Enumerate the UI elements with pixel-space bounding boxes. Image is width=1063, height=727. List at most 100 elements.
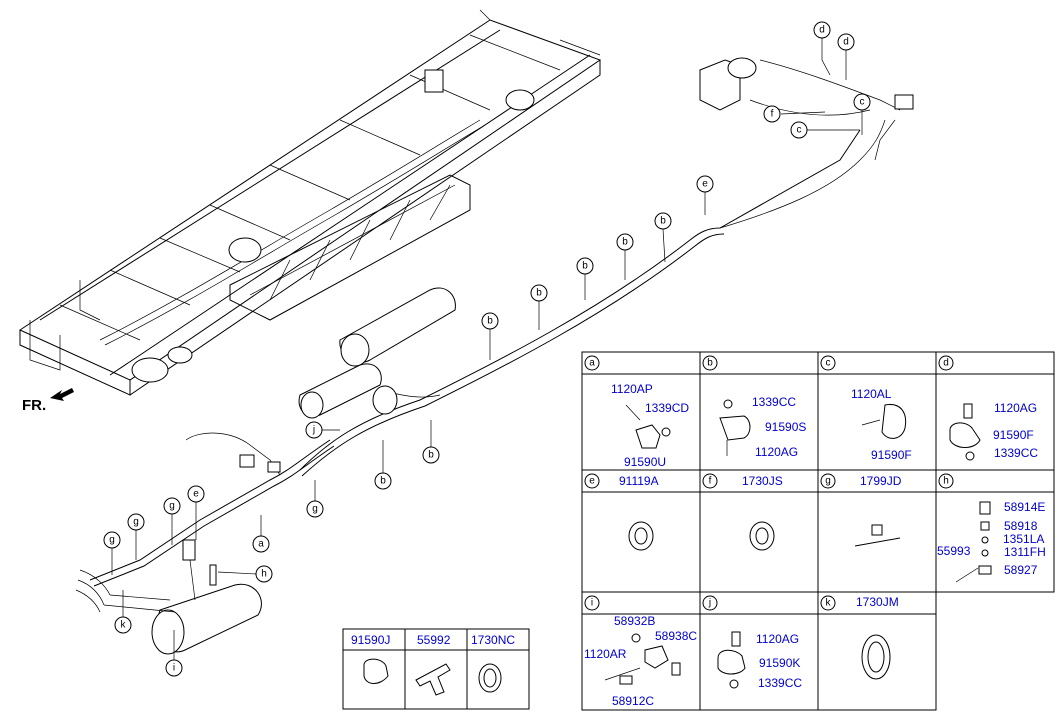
- svg-text:d: d: [819, 25, 825, 36]
- callout-h-1: h: [255, 565, 273, 583]
- callout-b-3: b: [576, 257, 594, 275]
- front-label: FR.: [22, 397, 46, 414]
- part-1311FH: 1311FH: [1004, 545, 1046, 559]
- table-cell-k: k 1730JM: [820, 595, 899, 680]
- svg-text:b: b: [536, 288, 542, 299]
- part-1120AP: 1120AP: [611, 382, 653, 396]
- part-91590U: 91590U: [624, 455, 666, 469]
- part-1730JS: 1730JS: [742, 474, 783, 488]
- svg-text:g: g: [109, 535, 115, 546]
- svg-text:b: b: [582, 261, 588, 272]
- part-1339CC: 1339CC: [752, 395, 796, 409]
- table-cell-g: g 1799JD: [820, 473, 902, 547]
- callout-d-2: d: [837, 33, 855, 51]
- svg-text:g: g: [312, 504, 318, 515]
- callout-b-2: b: [616, 233, 634, 251]
- cell-f-letter: f: [709, 476, 712, 487]
- part-1730JM: 1730JM: [856, 595, 899, 609]
- table-cell-j: j 1120AG 91590K 1339CC: [702, 595, 802, 690]
- part-1120AR: 1120AR: [584, 647, 627, 661]
- brake-line-assembly: [75, 57, 914, 655]
- svg-text:b: b: [487, 316, 493, 327]
- clip-icon: [949, 422, 981, 448]
- clip-icon: [363, 658, 389, 684]
- tee-fitting-icon: [415, 663, 451, 696]
- svg-text:d: d: [843, 37, 849, 48]
- callout-a-1: a: [252, 535, 270, 553]
- callout-b-1: b: [654, 212, 672, 230]
- part-58932B: 58932B: [614, 614, 655, 628]
- callout-g-4: g: [103, 531, 121, 549]
- callout-b-7: b: [374, 472, 392, 490]
- part-91590S: 91590S: [765, 420, 806, 434]
- part-58914E: 58914E: [1004, 500, 1045, 514]
- callout-c-2: c: [790, 121, 808, 139]
- part-58912C: 58912C: [612, 694, 654, 708]
- cable-tie-icon: [854, 537, 901, 547]
- part-55993: 55993: [937, 544, 971, 558]
- table-cell-f: f 1730JS: [702, 473, 783, 551]
- cell-i-letter: i: [591, 598, 593, 609]
- small-parts-table: 91590J 55992 1730NC: [342, 628, 530, 710]
- clip-icon: [719, 415, 751, 441]
- front-arrow-icon: [50, 388, 74, 401]
- callout-g-2: g: [163, 497, 181, 515]
- part-1351LA: 1351LA: [1003, 532, 1044, 546]
- part-1339CC-d: 1339CC: [994, 446, 1038, 460]
- callout-j-1: j: [305, 421, 323, 439]
- callout-i-1: i: [165, 659, 183, 677]
- svg-text:k: k: [121, 620, 127, 631]
- svg-text:b: b: [428, 450, 434, 461]
- part-91590F-d: 91590F: [993, 428, 1034, 442]
- svg-text:b: b: [380, 476, 386, 487]
- callout-d-1: d: [813, 21, 831, 39]
- svg-text:e: e: [193, 489, 199, 500]
- part-1120AG: 1120AG: [755, 445, 798, 459]
- svg-text:j: j: [312, 425, 315, 436]
- callout-b-5: b: [481, 312, 499, 330]
- clamp-icon: [881, 403, 907, 439]
- svg-text:b: b: [622, 237, 628, 248]
- parts-table: a 1120AP 1339CD 91590U b 1339CC 91590S 1…: [581, 351, 1055, 711]
- svg-text:e: e: [702, 179, 708, 190]
- cell-h-letter: h: [943, 476, 949, 487]
- air-tank-lower: [298, 363, 382, 419]
- cell-a-letter: a: [589, 358, 595, 369]
- clip-bracket-icon: [635, 424, 661, 449]
- cell-b-letter: b: [707, 358, 713, 369]
- svg-text:h: h: [261, 569, 267, 580]
- part-91590K: 91590K: [759, 656, 800, 670]
- air-tank-front: [151, 583, 262, 655]
- part-91590J: 91590J: [351, 633, 390, 647]
- callout-k-1: k: [114, 616, 132, 634]
- callout-c-1: c: [853, 93, 871, 111]
- svg-text:f: f: [771, 109, 774, 120]
- callouts: d d c f c e b b b b b b b j g a e g g g …: [103, 21, 871, 677]
- cell-c-letter: c: [826, 358, 831, 369]
- callout-g-1: g: [306, 500, 324, 518]
- svg-text:a: a: [258, 539, 264, 550]
- cell-j-letter: j: [708, 598, 711, 609]
- svg-text:g: g: [169, 501, 175, 512]
- clip-icon: [717, 649, 746, 675]
- part-1339CD: 1339CD: [645, 401, 689, 415]
- part-1339CC-j: 1339CC: [758, 676, 802, 690]
- table-cell-b: b 1339CC 91590S 1120AG: [702, 355, 806, 459]
- svg-text:g: g: [133, 517, 139, 528]
- table-cell-a: a 1120AP 1339CD 91590U: [584, 355, 689, 469]
- cell-g-letter: g: [825, 476, 831, 487]
- svg-text:c: c: [797, 125, 802, 136]
- part-55992: 55992: [417, 633, 451, 647]
- part-1799JD: 1799JD: [860, 474, 902, 488]
- valve-fitting-icon: [644, 645, 669, 669]
- air-tank-upper: [339, 287, 456, 367]
- part-91119A: 91119A: [619, 474, 659, 488]
- svg-text:i: i: [173, 663, 175, 674]
- part-1120AG-j: 1120AG: [756, 632, 799, 646]
- valve-upper-right: [699, 57, 914, 161]
- table-cell-e: e 91119A: [584, 473, 659, 551]
- cell-k-letter: k: [826, 598, 832, 609]
- svg-text:b: b: [660, 216, 666, 227]
- part-1730NC: 1730NC: [471, 633, 515, 647]
